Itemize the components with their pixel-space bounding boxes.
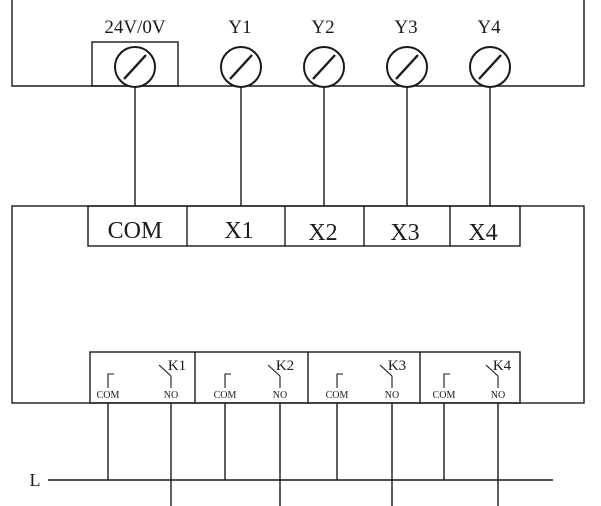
relay-k3-label: K3	[388, 358, 406, 374]
terminal-label-com: COM	[108, 218, 163, 244]
output-wiring: L	[30, 403, 553, 506]
relay-k1-label: K1	[168, 358, 186, 374]
top-terminal-labels: 24V/0V Y1 Y2 Y3 Y4	[104, 17, 501, 38]
relay-k3-no-label: NO	[385, 390, 399, 401]
terminal-label-x1: X1	[224, 218, 253, 244]
relay-k1-no-switch	[158, 364, 172, 377]
terminal-label-x4: X4	[468, 220, 497, 246]
relay-k4-no-switch	[485, 364, 499, 377]
relay-output-strip: K1 COM NO K2 COM NO K3 COM NO K4	[89, 351, 521, 404]
relay-k3-no-switch	[379, 364, 393, 377]
relay-k2-com-label: COM	[214, 390, 237, 401]
relay-k4-com-contact	[443, 373, 450, 388]
screw-terminal-y2	[303, 46, 345, 88]
relay-k2: K2 COM NO	[214, 358, 295, 401]
top-label-y4: Y4	[477, 17, 501, 38]
top-label-y3: Y3	[394, 17, 417, 38]
screw-terminal-y1	[220, 46, 262, 88]
relay-k2-no-label: NO	[273, 390, 287, 401]
relay-k1: K1 COM NO	[97, 358, 187, 401]
relay-k3: K3 COM NO	[326, 358, 407, 401]
relay-k2-label: K2	[276, 358, 294, 374]
relay-k1-com-contact	[107, 373, 114, 388]
relay-k1-no-label: NO	[164, 390, 178, 401]
relay-k4: K4 COM NO	[433, 358, 512, 401]
top-label-y1: Y1	[228, 17, 251, 38]
relay-k4-com-label: COM	[433, 390, 456, 401]
top-label-24v-0v: 24V/0V	[104, 17, 166, 38]
relay-k2-no-switch	[267, 364, 281, 377]
relay-k3-com-contact	[336, 373, 343, 388]
connecting-wires	[134, 87, 491, 206]
relay-k2-com-contact	[224, 373, 231, 388]
screw-terminal-y3	[386, 46, 428, 88]
terminal-label-x2: X2	[308, 220, 337, 246]
terminal-label-x3: X3	[390, 220, 419, 246]
screw-terminal-y4	[469, 46, 511, 88]
relay-k3-com-label: COM	[326, 390, 349, 401]
screw-terminals	[114, 46, 511, 88]
relay-k1-com-label: COM	[97, 390, 120, 401]
screw-terminal-24v-0v	[114, 46, 156, 88]
top-label-y2: Y2	[311, 17, 334, 38]
line-l-label: L	[30, 470, 41, 490]
relay-k4-label: K4	[493, 358, 512, 374]
relay-k4-no-label: NO	[491, 390, 505, 401]
input-terminal-strip: COM X1 X2 X3 X4	[87, 205, 521, 247]
